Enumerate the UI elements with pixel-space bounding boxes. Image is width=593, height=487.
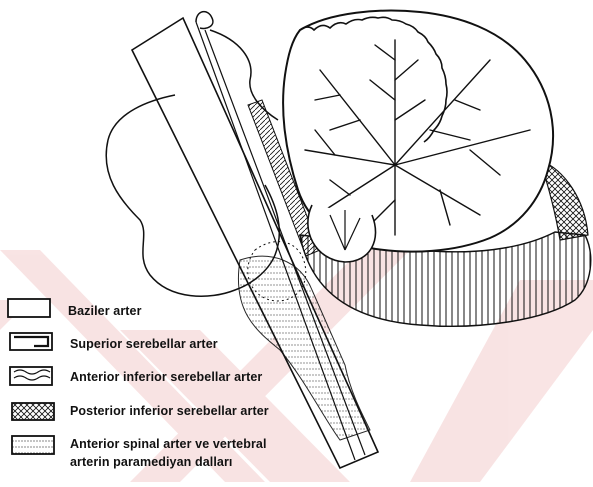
legend-label-anterior-spinal-line2: arterin paramediyan dalları (70, 455, 233, 469)
legend-swatch-cross-hatch (12, 403, 54, 420)
legend-label-baziler: Baziler arter (68, 304, 142, 318)
cerebellum (283, 11, 553, 262)
legend-swatch-bracket (10, 333, 52, 350)
legend-label-superior: Superior serebellar arter (70, 337, 218, 351)
legend-swatches (8, 299, 54, 454)
legend-label-anterior-inferior: Anterior inferior serebellar arter (70, 370, 262, 384)
legend-swatch-blank (8, 299, 50, 317)
legend-label-anterior-spinal: Anterior spinal arter ve vertebral (70, 437, 267, 451)
legend-swatch-wavy (10, 367, 52, 385)
top-hook (196, 12, 213, 29)
legend-swatch-horizontal-lines (12, 436, 54, 454)
legend-label-posterior-inferior: Posterior inferior serebellar arter (70, 404, 269, 418)
